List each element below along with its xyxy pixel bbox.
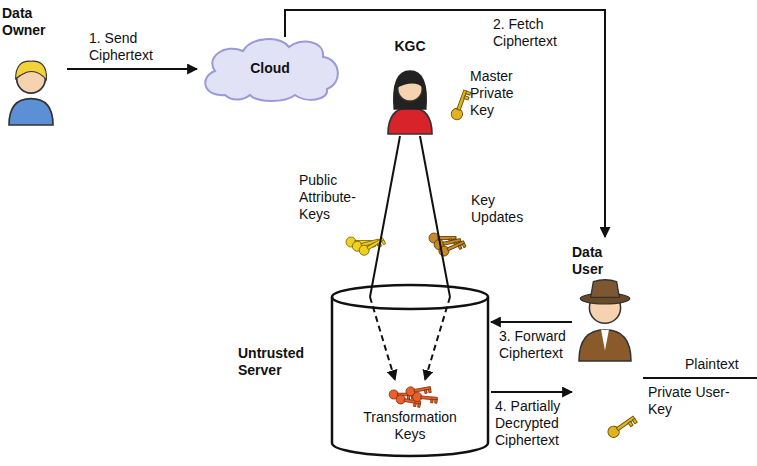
node-title: Data User [572,244,622,278]
user-key-icon [606,413,638,440]
connector-line [491,391,572,393]
key-updates-icon [429,233,466,258]
master-key-icon [450,89,471,122]
edge-label: 3. Forward Ciphertext [498,328,578,362]
connector-line [420,136,450,297]
actor-node: Data Owner [2,5,64,123]
edge-label: 2. Fetch Ciphertext [492,16,586,50]
server-cylinder: Untrusted ServerTransformation Keys [330,283,490,459]
node-title: KGC [378,38,442,55]
connector-line [491,321,572,323]
edge-label: 4. Partially Decrypted Ciphertext [494,398,580,448]
node-note: Master Private Key [470,68,526,118]
edge-label: Key Updates [470,192,536,226]
connector [491,322,572,323]
node-title: Data Owner [2,5,54,39]
edge-label: Public Attribute-Keys [298,172,372,222]
connector [67,69,197,70]
connector-line [285,10,605,237]
connector [420,136,450,380]
edge-label: 1. Send Ciphertext [88,30,172,64]
connector [285,10,605,237]
actor-node: KGCMaster Private Key [378,38,442,136]
output-label: Plaintext [684,356,756,373]
output-line [643,377,757,379]
node-note: Private User-Key [648,384,730,418]
node-title: Transformation Keys [350,409,470,443]
connector [491,392,572,393]
user-figure [579,280,631,361]
connector [370,136,400,380]
connector-line [370,136,400,297]
connector-line [67,68,197,70]
node-title: Untrusted Server [238,345,322,379]
owner-figure [9,61,53,125]
actor-node: Data UserPrivate User-Key [572,240,638,400]
cloud-node: Cloud [195,35,345,103]
node-title: Cloud [195,60,345,77]
key-store-node: Transformation Keys [350,381,470,445]
kgc-figure [388,70,432,134]
